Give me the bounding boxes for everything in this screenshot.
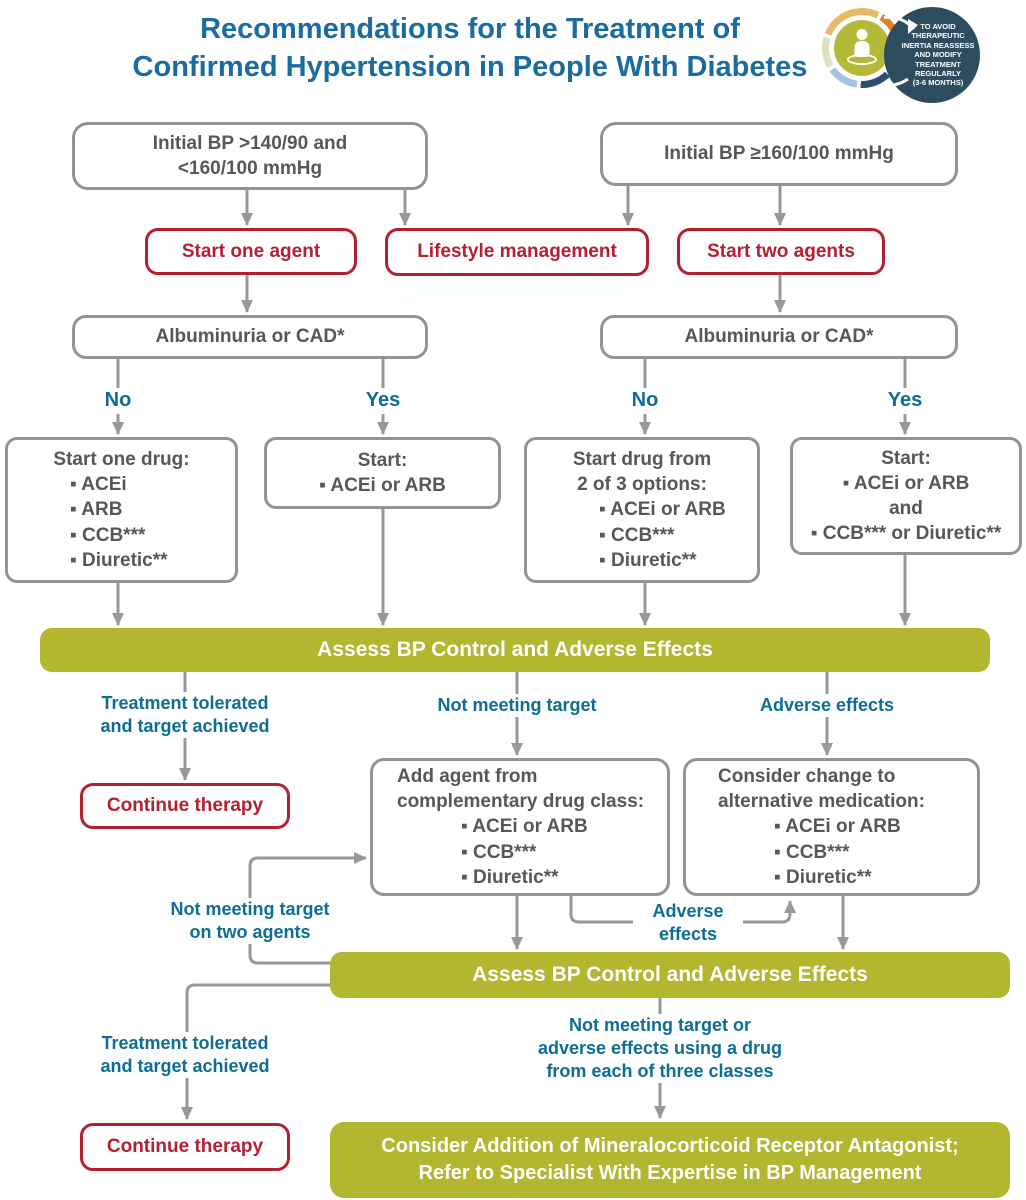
label-no-left: No	[96, 388, 140, 414]
label-adverse-effects-1: Adverse effects	[737, 694, 917, 718]
person-icon	[856, 29, 868, 40]
ada-people-circle-logo-icon	[822, 8, 902, 88]
node-continue-therapy-1: Continue therapy	[80, 783, 290, 829]
node-start-one-drug: Start one drug: ▪ ACEi ▪ ARB ▪ CCB*** ▪ …	[5, 437, 238, 583]
page-title: Recommendations for the Treatment of Con…	[60, 10, 880, 87]
label-treatment-tolerated-1: Treatment tolerated and target achieved	[65, 692, 305, 739]
node-start-two-agents: Start two agents	[677, 228, 885, 275]
bar-assess-bp-1: Assess BP Control and Adverse Effects	[40, 628, 990, 672]
node-start-2of3: Start drug from 2 of 3 options: ▪ ACEi o…	[524, 437, 760, 583]
node-start-combo: Start: ▪ ACEi or ARB and ▪ CCB*** or Diu…	[790, 437, 1022, 555]
bar-assess-bp-2: Assess BP Control and Adverse Effects	[330, 952, 1010, 998]
badge-text: TO AVOID THERAPEUTIC INERTIA REASSESS AN…	[901, 22, 975, 88]
node-lifestyle-management: Lifestyle management	[385, 228, 649, 276]
label-adverse-effects-2: Adverse effects	[633, 900, 743, 947]
circular-arrow-icon	[884, 15, 918, 87]
label-not-meeting-two-agents: Not meeting target on two agents	[140, 898, 360, 945]
label-no-right: No	[623, 388, 667, 414]
node-add-agent: Add agent from complementary drug class:…	[370, 758, 670, 896]
node-continue-therapy-2: Continue therapy	[80, 1123, 290, 1171]
label-yes-left: Yes	[358, 388, 408, 414]
node-albuminuria-right: Albuminuria or CAD*	[600, 315, 958, 359]
node-initial-bp-low: Initial BP >140/90 and <160/100 mmHg	[72, 122, 428, 190]
therapeutic-inertia-badge: TO AVOID THERAPEUTIC INERTIA REASSESS AN…	[884, 7, 980, 103]
page-title-line1: Recommendations for the Treatment of	[200, 13, 740, 45]
node-mineralocorticoid-referral: Consider Addition of Mineralocorticoid R…	[330, 1122, 1010, 1198]
node-start-acei-arb: Start: ▪ ACEi or ARB	[264, 437, 501, 509]
node-albuminuria-left: Albuminuria or CAD*	[72, 315, 428, 359]
label-not-meeting-target: Not meeting target	[407, 694, 627, 718]
label-not-meeting-three-classes: Not meeting target or adverse effects us…	[500, 1014, 820, 1084]
node-initial-bp-high: Initial BP ≥160/100 mmHg	[600, 122, 958, 186]
page-title-line2: Confirmed Hypertension in People With Di…	[132, 51, 808, 84]
node-start-one-agent: Start one agent	[145, 228, 357, 275]
label-yes-right: Yes	[880, 388, 930, 414]
label-treatment-tolerated-2: Treatment tolerated and target achieved	[65, 1032, 305, 1079]
node-consider-change: Consider change to alternative medicatio…	[683, 758, 980, 896]
logo-center-circle	[834, 20, 890, 76]
